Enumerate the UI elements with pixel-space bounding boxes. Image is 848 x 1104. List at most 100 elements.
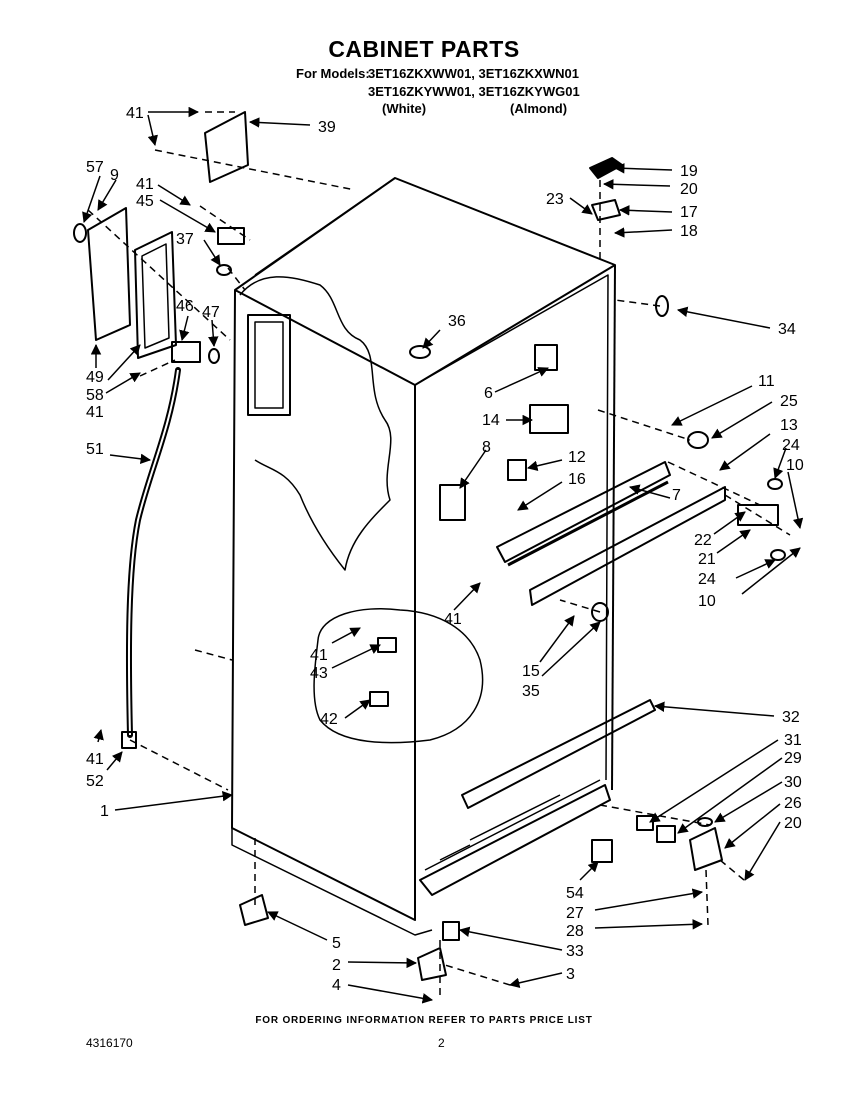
callout-20-a: 20 <box>680 181 698 198</box>
part-52 <box>121 731 137 749</box>
water-fill-tube <box>125 367 181 738</box>
callout-20-b: 20 <box>784 815 802 832</box>
part-31 <box>636 815 654 831</box>
part-35 <box>591 602 609 622</box>
callout-37: 37 <box>176 231 194 248</box>
bottom-hinge <box>689 827 723 871</box>
callout-45: 45 <box>136 193 154 210</box>
page-title: CABINET PARTS <box>328 36 520 62</box>
part-30 <box>697 817 713 827</box>
cabinet-side-panel <box>231 289 416 921</box>
part-29 <box>656 825 676 843</box>
models-row-2: 3ET16ZKYWW01, 3ET16ZKYWG01 <box>368 84 580 99</box>
water-fill-tube-inner <box>127 369 179 736</box>
callout-35: 35 <box>522 683 540 700</box>
callout-24-a: 24 <box>782 437 800 454</box>
cutaway-upper <box>239 276 392 571</box>
part-24-top <box>767 478 783 490</box>
callout-42: 42 <box>320 711 338 728</box>
callout-15: 15 <box>522 663 540 680</box>
callout-18: 18 <box>680 223 698 240</box>
callout-49: 49 <box>86 369 104 386</box>
callout-13: 13 <box>780 417 798 434</box>
callout-6: 6 <box>484 385 493 402</box>
callout-27: 27 <box>566 905 584 922</box>
part-45 <box>217 227 245 245</box>
mullion-divider <box>507 480 669 567</box>
document-number: 4316170 <box>86 1036 133 1050</box>
cabinet-base-edge <box>231 828 433 936</box>
callout-23: 23 <box>546 191 564 208</box>
callout-8: 8 <box>482 439 491 456</box>
access-cover-gasket <box>134 231 177 359</box>
part-12 <box>507 459 527 481</box>
callout-52: 52 <box>86 773 104 790</box>
callout-26: 26 <box>784 795 802 812</box>
top-shield <box>204 111 249 183</box>
part-36 <box>409 345 431 359</box>
callout-3: 3 <box>566 966 575 983</box>
callout-54: 54 <box>566 885 584 902</box>
leader-lines <box>82 106 804 1004</box>
models-row-1: 3ET16ZKXWW01, 3ET16ZKXWN01 <box>368 66 579 81</box>
alignment-lines <box>87 111 791 1000</box>
callout-1: 1 <box>100 803 109 820</box>
page-number: 2 <box>438 1036 445 1050</box>
callout-19: 19 <box>680 163 698 180</box>
callout-2: 2 <box>332 957 341 974</box>
cabinet-liner-top <box>419 274 609 781</box>
callout-16: 16 <box>568 471 586 488</box>
callout-41-d: 41 <box>444 611 462 628</box>
part-25 <box>687 431 709 449</box>
callout-17: 17 <box>680 204 698 221</box>
callout-11: 11 <box>758 373 775 390</box>
callout-25: 25 <box>780 393 798 410</box>
callout-33: 33 <box>566 943 584 960</box>
access-cover-gasket-inner <box>141 243 170 349</box>
callout-21: 21 <box>698 551 716 568</box>
callout-14: 14 <box>482 412 500 429</box>
callout-36: 36 <box>448 313 466 330</box>
cutaway-lower <box>313 608 484 744</box>
callout-12: 12 <box>568 449 586 466</box>
callout-31: 31 <box>784 732 802 749</box>
callout-5: 5 <box>332 935 341 952</box>
callout-28: 28 <box>566 923 584 940</box>
callout-29: 29 <box>784 750 802 767</box>
models-prefix: For Models: <box>296 66 370 81</box>
freezer-opening-frame <box>247 314 291 416</box>
top-hinge <box>591 199 621 221</box>
part-14 <box>529 404 569 434</box>
part-54 <box>591 839 613 863</box>
callout-34: 34 <box>778 321 796 338</box>
rail-32 <box>461 699 656 809</box>
callout-46: 46 <box>176 298 194 315</box>
color-almond-label: (Almond) <box>510 101 568 116</box>
callout-43: 43 <box>310 665 328 682</box>
roller-front <box>239 894 269 926</box>
part-46 <box>171 341 201 363</box>
callout-41-e: 41 <box>310 647 328 664</box>
callout-39: 39 <box>318 119 336 136</box>
part-37 <box>216 264 232 276</box>
callout-4: 4 <box>332 977 341 994</box>
callout-47: 47 <box>202 304 220 321</box>
mullion-rail-lower <box>529 486 726 606</box>
callout-10-a: 10 <box>786 457 804 474</box>
callout-9: 9 <box>110 167 119 184</box>
callout-41-c: 41 <box>86 404 104 421</box>
mullion-rail-upper <box>496 461 671 563</box>
access-cover <box>87 207 131 341</box>
callout-30: 30 <box>784 774 802 791</box>
part-33 <box>442 921 460 941</box>
part-6 <box>534 344 558 371</box>
callout-10-b: 10 <box>698 593 716 610</box>
callout-57: 57 <box>86 159 104 176</box>
callout-22: 22 <box>694 532 712 549</box>
part-43 <box>377 637 397 653</box>
callout-32: 32 <box>782 709 800 726</box>
roller-rear <box>417 947 447 981</box>
cabinet-bottom-frame <box>419 784 611 896</box>
cabinet-back-top <box>254 177 396 276</box>
